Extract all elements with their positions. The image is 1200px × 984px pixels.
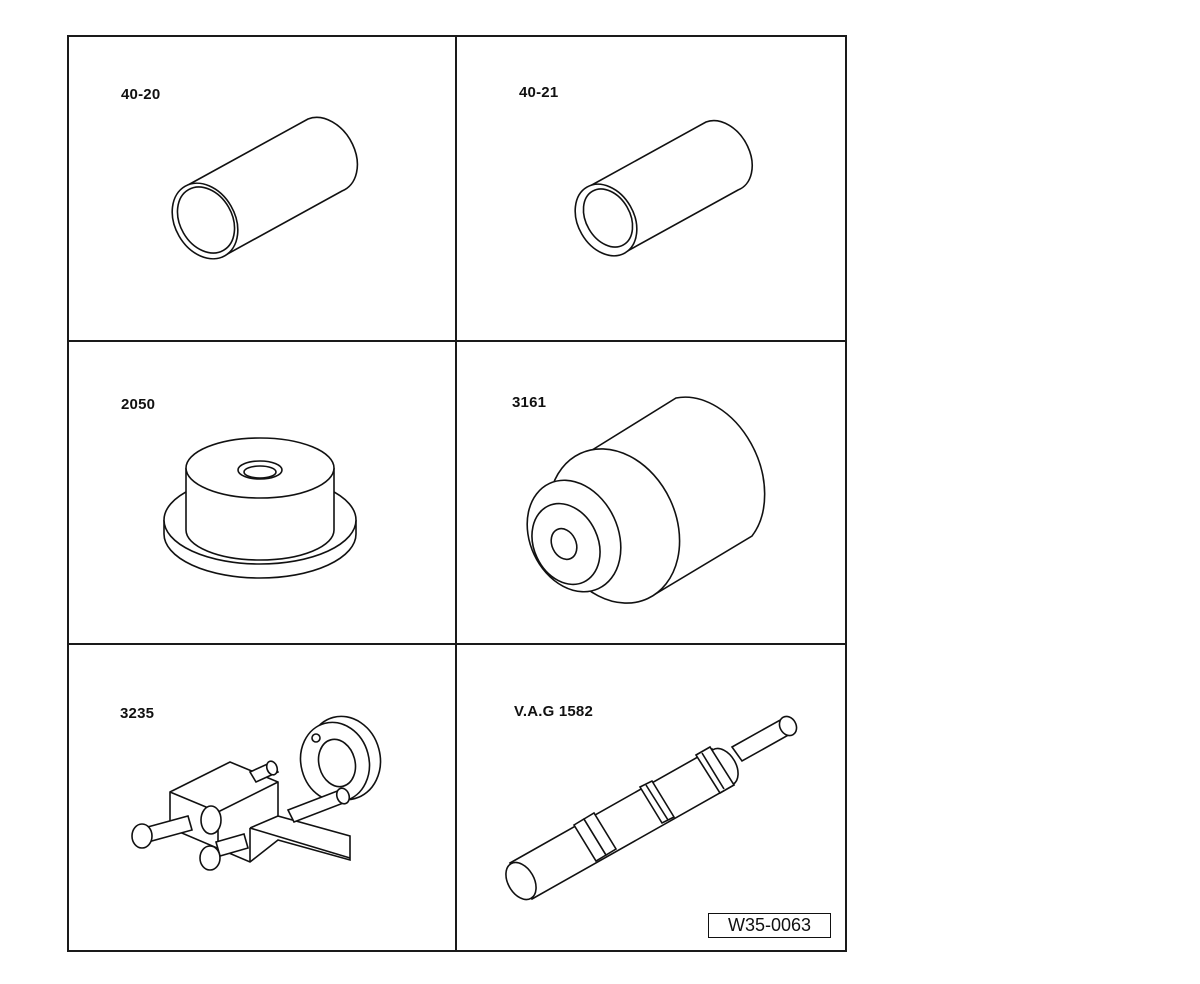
cylinder-drift-icon (160, 105, 370, 275)
tool-label-2050: 2050 (121, 396, 156, 413)
tube-drift-icon (568, 108, 763, 268)
tool-label-40-21: 40-21 (519, 84, 559, 101)
tool-label-3235: 3235 (120, 705, 155, 722)
grid-divider-vertical (455, 35, 457, 952)
tool-label-40-20: 40-20 (121, 86, 161, 103)
flanged-thrust-piece-icon (160, 430, 360, 580)
grid-divider-row-2 (67, 643, 847, 645)
tool-label-3161: 3161 (512, 394, 547, 411)
extractor-spindle-icon (502, 713, 807, 908)
tool-label-vag1582: V.A.G 1582 (514, 703, 593, 720)
drawing-reference-code: W35-0063 (708, 913, 831, 938)
puller-bracket-icon (128, 712, 388, 882)
tool-grid (67, 35, 847, 952)
stepped-drift-icon (526, 388, 771, 598)
grid-divider-row-1 (67, 340, 847, 342)
